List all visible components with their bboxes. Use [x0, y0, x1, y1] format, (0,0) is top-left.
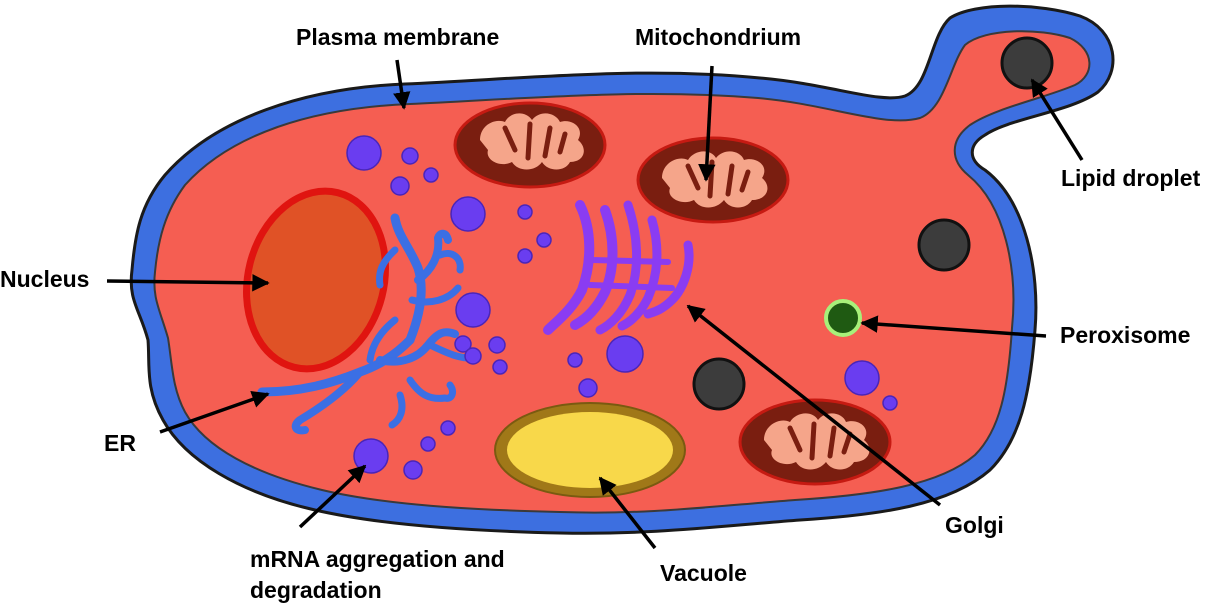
mrna-granules: [346, 135, 898, 480]
mitochondrion: [738, 398, 892, 486]
golgi-apparatus: [543, 200, 694, 335]
arrow-peroxisome: [860, 315, 1047, 338]
label-golgi: Golgi: [945, 512, 1004, 538]
nucleus: [243, 187, 389, 373]
arrow-lipid-droplet: [1030, 78, 1084, 161]
label-mrna-line2: degradation: [250, 577, 382, 603]
label-mitochondrium: Mitochondrium: [635, 24, 802, 50]
label-vacuole: Vacuole: [660, 560, 747, 586]
arrow-nucleus: [106, 274, 270, 292]
arrow-er: [159, 390, 270, 434]
arrow-golgi: [686, 304, 942, 507]
arrow-plasma-membrane: [393, 59, 411, 110]
label-er: ER: [104, 430, 136, 456]
label-mrna-line1: mRNA aggregation and: [250, 546, 505, 572]
label-peroxisome: Peroxisome: [1060, 322, 1191, 348]
arrow-mitochondrium: [698, 65, 716, 182]
arrow-mrna: [298, 464, 367, 529]
arrow-vacuole: [598, 476, 657, 550]
mitochondrion: [636, 136, 790, 224]
peroxisome: [824, 299, 862, 337]
label-nucleus: Nucleus: [0, 266, 90, 292]
label-lipid-droplet: Lipid droplet: [1061, 165, 1201, 191]
endoplasmic-reticulum: [257, 213, 482, 435]
pointer-arrows: [106, 59, 1084, 550]
mitochondrion: [453, 101, 607, 189]
vacuole-inner: [507, 412, 673, 488]
label-plasma-membrane: Plasma membrane: [296, 24, 500, 50]
lipid-droplets: [692, 36, 1054, 411]
